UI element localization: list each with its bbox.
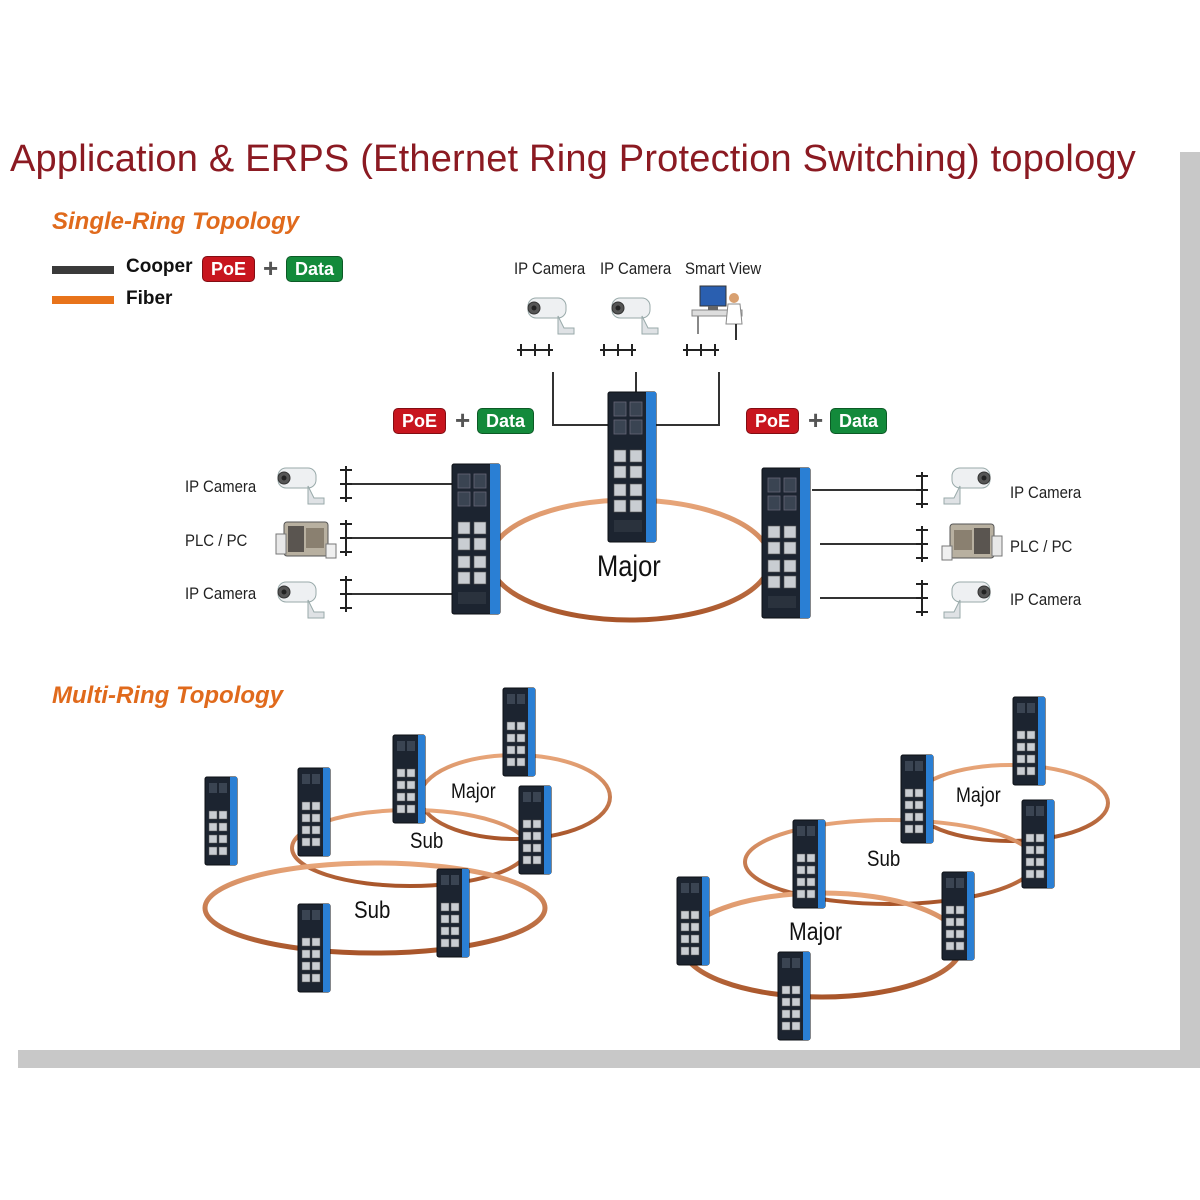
left-copper-lines	[350, 483, 452, 595]
multi-right-sub-ring	[743, 818, 1037, 906]
multi-left-switch-icon-6	[436, 868, 470, 958]
multi-left-major-label: Major	[451, 780, 496, 803]
top-copper-lines	[552, 372, 720, 426]
multi-right-switch-icon-2	[900, 754, 934, 844]
left-device-label-1: IP Camera	[185, 477, 257, 496]
multi-left-switch-icon-1	[204, 776, 238, 866]
multi-left-switch-icon-5	[518, 785, 552, 875]
panel-shadow-bottom	[18, 1050, 1200, 1068]
multi-right-switch-icon-4	[792, 819, 826, 909]
right-plc-pc-icon	[941, 523, 1003, 561]
right-forks	[915, 471, 929, 617]
right-device-label-1: IP Camera	[1010, 483, 1082, 502]
multi-right-switch-icon-1	[1012, 696, 1046, 786]
right-ip-camera-icon-2	[943, 581, 991, 619]
left-plus: +	[455, 405, 471, 435]
multi-right-major-ring-bottom	[679, 890, 965, 1000]
left-device-label-3: IP Camera	[185, 584, 257, 603]
legend-fiber-label: Fiber	[126, 288, 173, 309]
top-device-label-1: IP Camera	[514, 259, 586, 278]
single-ring-major-label: Major	[597, 550, 661, 583]
multi-right-major-bottom-label: Major	[789, 918, 843, 946]
single-ring-heading: Single-Ring Topology	[52, 208, 300, 235]
legend-plus: +	[263, 253, 279, 283]
right-industrial-switch-icon	[761, 467, 811, 619]
legend-cooper-label: Cooper	[126, 256, 193, 277]
multi-right-major-ring-top	[910, 763, 1110, 843]
multi-left-switch-icon-3	[392, 734, 426, 824]
left-industrial-switch-icon	[451, 463, 501, 615]
left-device-label-2: PLC / PC	[185, 531, 248, 550]
left-ip-camera-icon-2	[277, 581, 325, 619]
legend-poe-badge: PoE	[202, 256, 256, 282]
multi-right-major-top-label: Major	[956, 784, 1001, 807]
right-plus: +	[808, 405, 824, 435]
right-data-badge: Data	[830, 408, 888, 434]
legend-data-badge: Data	[286, 256, 344, 282]
panel-shadow-right	[1180, 152, 1200, 1068]
top-device-label-3: Smart View	[685, 259, 762, 278]
multi-right-switch-icon-7	[777, 951, 811, 1041]
multi-left-switch-icon-2	[297, 767, 331, 857]
multi-right-switch-icon-6	[676, 876, 710, 966]
top-industrial-switch-icon	[607, 391, 657, 543]
multi-right-sub-label: Sub	[867, 846, 901, 871]
multi-right-switch-icon-3	[1021, 799, 1055, 889]
multi-left-switch-icon-7	[297, 903, 331, 993]
topology-diagram	[52, 258, 1110, 1041]
left-ip-camera-icon-1	[277, 467, 325, 505]
right-poe-badge: PoE	[746, 408, 800, 434]
top-ip-camera-icon-1	[527, 297, 575, 335]
right-ip-camera-icon-1	[943, 467, 991, 505]
left-forks	[339, 465, 353, 613]
legend-cooper-line	[52, 258, 114, 274]
multi-left-sub-ring-bottom	[202, 860, 548, 956]
multi-ring-heading: Multi-Ring Topology	[52, 682, 284, 709]
left-poe-badge: PoE	[393, 408, 447, 434]
top-device-label-2: IP Camera	[600, 259, 672, 278]
smart-view-workstation-icon	[691, 285, 743, 340]
left-data-badge: Data	[477, 408, 535, 434]
multi-left-sub-top-label: Sub	[410, 828, 444, 853]
top-ip-camera-icon-2	[611, 297, 659, 335]
multi-left-switch-icon-4	[502, 687, 536, 777]
top-forks	[516, 343, 720, 357]
right-device-label-2: PLC / PC	[1010, 537, 1073, 556]
page-title: Application & ERPS (Ethernet Ring Protec…	[10, 138, 1136, 180]
legend-fiber-line	[52, 288, 114, 304]
multi-left-sub-bottom-label: Sub	[354, 897, 391, 924]
left-plc-pc-icon	[275, 521, 337, 559]
right-device-label-3: IP Camera	[1010, 590, 1082, 609]
right-copper-lines	[812, 489, 918, 599]
multi-right-switch-icon-5	[941, 871, 975, 961]
